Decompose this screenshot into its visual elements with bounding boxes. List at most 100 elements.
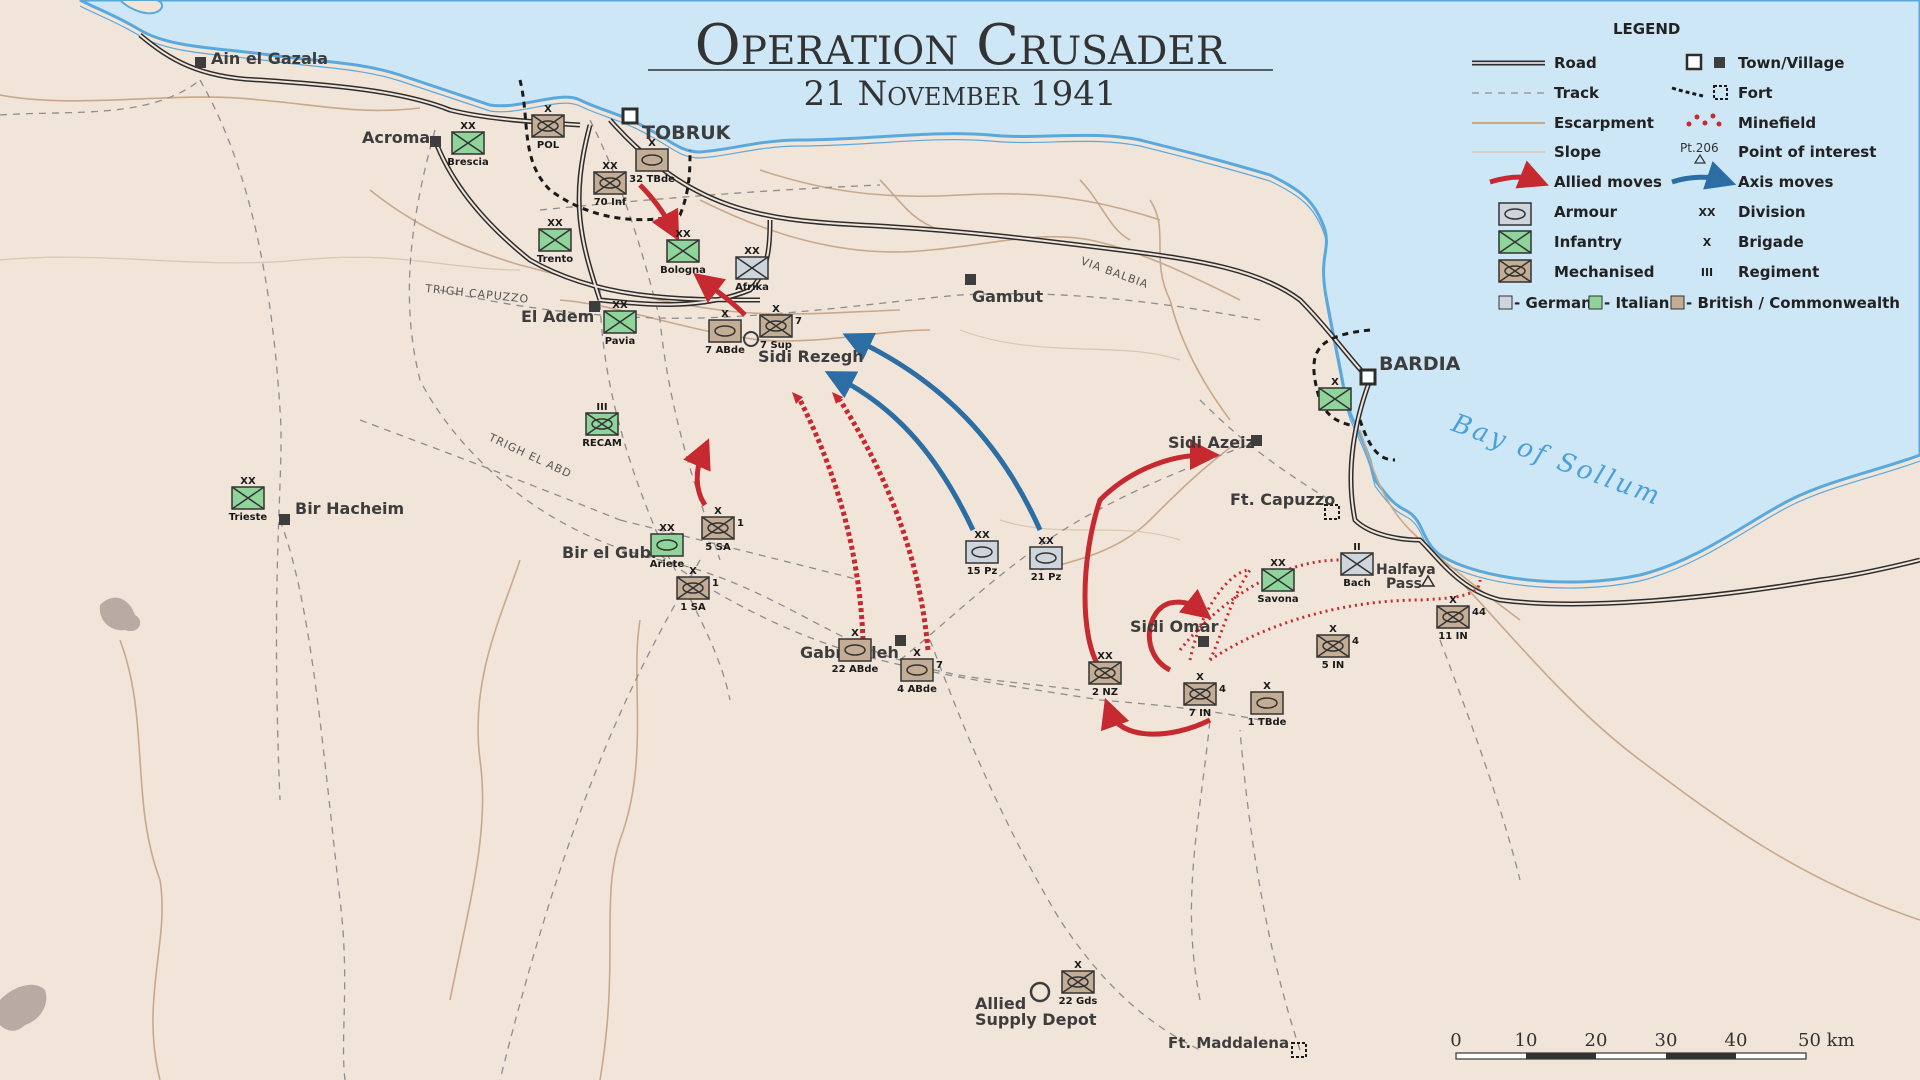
unit-label: Bach	[1343, 578, 1370, 589]
unit-parent: 7	[795, 316, 802, 327]
unit-size: XX	[659, 523, 675, 534]
scale-tick-label: 30	[1655, 1030, 1678, 1051]
arrow-head	[792, 392, 803, 404]
unit-7-in: X7 IN4	[1183, 672, 1226, 719]
legend-armour: Armour	[1554, 203, 1618, 221]
unit-cross	[1088, 661, 1122, 685]
legend-slope: Slope	[1554, 143, 1601, 161]
legend-point-of-interest: Point of interest	[1738, 143, 1876, 161]
salt-pan	[0, 984, 47, 1031]
unit-cross	[231, 486, 265, 510]
scale-tick-label: 20	[1585, 1030, 1608, 1051]
unit-size: X	[1074, 960, 1082, 971]
unit-size: XX	[1097, 651, 1113, 662]
unit-armour-oval	[537, 120, 559, 132]
unit-1-tbde: X1 TBde	[1248, 681, 1287, 728]
unit-cross	[1261, 568, 1295, 592]
unit-armour-oval	[1189, 688, 1211, 700]
legend-town-open-swatch	[1685, 53, 1703, 71]
bardia-perimeter	[1312, 328, 1396, 462]
unit-label: POL	[537, 140, 560, 151]
unit-cross	[538, 228, 572, 252]
unit-parent: 7	[936, 660, 943, 671]
unit-cross	[1340, 552, 1374, 576]
legend-german-swatch	[1498, 295, 1513, 310]
escarpments	[0, 94, 1920, 1080]
fort-maddalena-icon	[1291, 1042, 1307, 1058]
unit-size: II	[1353, 542, 1360, 553]
unit-size: III	[596, 402, 607, 413]
towns: Ain el Gazala Acroma TOBRUK El Adem Gamb…	[195, 49, 1461, 1052]
unit-22-abde: X22 ABde	[832, 628, 879, 675]
unit-22-gds: X22 Gds	[1059, 960, 1098, 1007]
town-icon	[1251, 435, 1262, 446]
legend-division: Division	[1738, 203, 1806, 221]
legend-brigade-symbol: X	[1703, 236, 1712, 249]
unit-cross	[531, 114, 565, 138]
legend-town-swatch	[1714, 57, 1725, 68]
unit-symbol	[1029, 546, 1063, 570]
tobruk-perimeter	[518, 79, 692, 222]
unit-size: X	[1263, 681, 1271, 692]
scale-tick-label: 0	[1450, 1030, 1461, 1051]
unit-armour-oval	[1442, 611, 1464, 623]
point-of-interest-icon	[743, 331, 759, 347]
unit-parent: 44	[1472, 607, 1486, 618]
legend-infantry: Infantry	[1554, 233, 1622, 251]
unit-label: 4 ABde	[897, 684, 937, 695]
town-sidi-omar: Sidi Omar	[1130, 617, 1219, 636]
unit-armour-oval	[656, 539, 678, 551]
unit-label: 1 SA	[680, 602, 706, 613]
unit-size: X	[1329, 624, 1337, 635]
fort-capuzzo-icon	[1324, 504, 1340, 520]
tracks	[0, 79, 1521, 1080]
legend-italian: - Italian	[1604, 294, 1669, 312]
legend-axis-swatch	[1671, 161, 1737, 190]
town-sidi-azeiz: Sidi Azeiz	[1168, 433, 1255, 452]
town-icon	[895, 635, 906, 646]
legend-german: - German	[1514, 294, 1592, 312]
unit-armour-oval	[906, 664, 928, 676]
unit-cross	[451, 131, 485, 155]
unit-label: 7 IN	[1189, 708, 1212, 719]
unit-size: X	[714, 506, 722, 517]
town-sidi-rezegh: Sidi Rezegh	[758, 347, 864, 366]
legend-escarpment: Escarpment	[1554, 114, 1654, 132]
unit-cross	[1436, 605, 1470, 629]
map-subtitle: 21 November 1941	[803, 74, 1116, 114]
unit-label: 22 ABde	[832, 664, 879, 675]
unit-symbol	[1250, 691, 1284, 715]
unit-size: X	[1196, 672, 1204, 683]
town-bardia: BARDIA	[1379, 353, 1461, 375]
unit-armour-oval	[844, 644, 866, 656]
unit-2-nz: XX2 NZ	[1088, 651, 1122, 698]
unit-size: XX	[547, 218, 563, 229]
legend-point-label: Pt.206	[1680, 141, 1719, 155]
salt-pan	[99, 597, 141, 632]
legend-armour-swatch	[1498, 202, 1532, 226]
unit-armour-oval	[765, 320, 787, 332]
unit-cross	[701, 516, 735, 540]
unit-cross	[735, 256, 769, 280]
unit-5-in: X5 IN4	[1316, 624, 1359, 671]
town-icon	[621, 107, 639, 125]
unit-label: 5 IN	[1322, 660, 1345, 671]
town-ain-el-gazala: Ain el Gazala	[211, 49, 328, 68]
town-ft-maddalena: Ft. Maddalena	[1168, 1034, 1289, 1052]
legend-italian-swatch	[1588, 295, 1603, 310]
legend-track: Track	[1554, 84, 1600, 102]
unit-size: XX	[974, 530, 990, 541]
legend-division-symbol: XX	[1699, 206, 1716, 219]
legend-minefield-swatch	[1686, 113, 1722, 127]
unit-label: Afrika	[735, 282, 769, 293]
point-of-interest-icon	[1420, 574, 1436, 587]
town-icon	[589, 301, 600, 312]
